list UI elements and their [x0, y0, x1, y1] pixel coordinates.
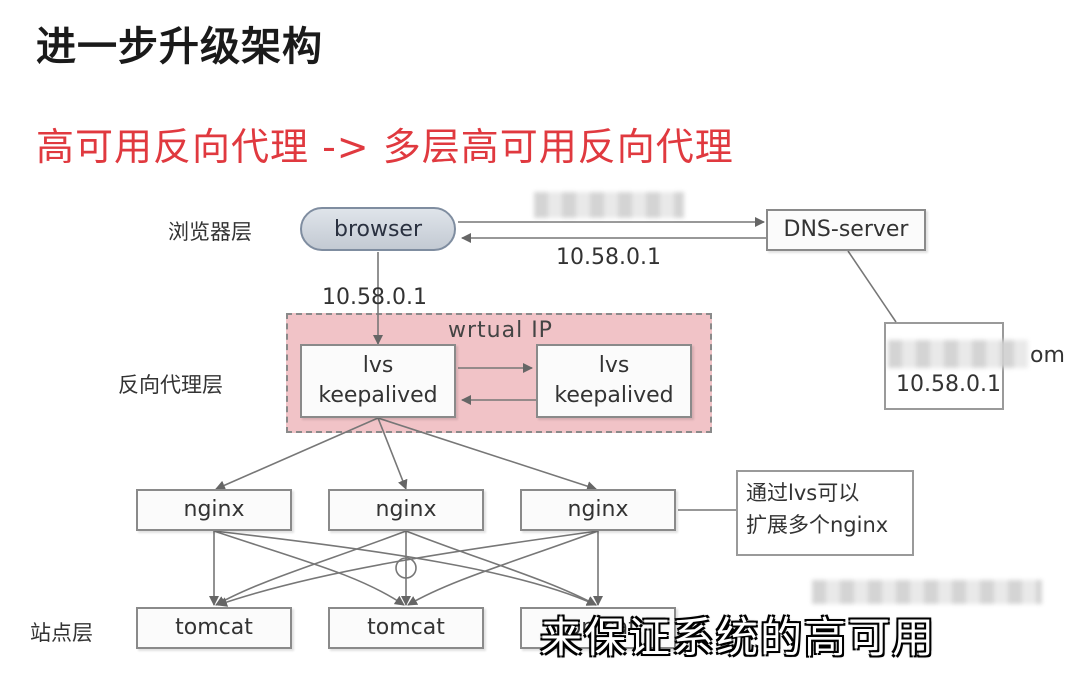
redacted-domain-top [534, 192, 684, 218]
tomcat-node-3: tomcat [520, 607, 676, 649]
page-subtitle: 高可用反向代理 -> 多层高可用反向代理 [36, 125, 734, 169]
browser-node: browser [300, 207, 456, 251]
redacted-watermark [812, 580, 1042, 604]
dns-reply-ip: 10.58.0.1 [556, 245, 661, 270]
nginx-node-3: nginx [520, 489, 676, 531]
nginx-node-1: nginx [136, 489, 292, 531]
nginx-scale-note: 通过lvs可以 扩展多个nginx [736, 470, 914, 556]
tomcat-node-1: tomcat [136, 607, 292, 649]
browser-layer-label: 浏览器层 [168, 220, 252, 244]
lvs-node-sublabel: keepalived [318, 383, 438, 408]
dns-record-suffix: om [1030, 343, 1065, 368]
page-title: 进一步升级架构 [36, 24, 323, 70]
dns-record-link [847, 250, 897, 323]
lvs-to-nginx-2 [377, 417, 408, 490]
lvs-node-backup: lvs keepalived [536, 344, 692, 418]
dns-server-node: DNS-server [766, 209, 926, 251]
lvs-node-label: lvs [362, 353, 394, 379]
nginx-node-2: nginx [328, 489, 484, 531]
video-caption: 来保证系统的高可用 [540, 613, 937, 662]
proxy-layer-label: 反向代理层 [118, 373, 223, 397]
lvs-to-nginx-3 [377, 417, 597, 491]
lvs-node-sublabel: keepalived [554, 383, 674, 408]
lvs-node-label: lvs [598, 353, 630, 379]
dns-record-ip: 10.58.0.1 [896, 372, 1001, 397]
browser-to-lvs-ip: 10.58.0.1 [322, 285, 427, 310]
note-line-1: 通过lvs可以 [746, 481, 860, 505]
note-line-2: 扩展多个nginx [746, 512, 889, 537]
tomcat-node-2: tomcat [328, 607, 484, 649]
redacted-domain-record [888, 340, 1028, 368]
virtual-ip-label: wrtual IP [448, 318, 553, 343]
lvs-to-nginx-1 [215, 417, 379, 490]
site-layer-label: 站点层 [30, 621, 93, 645]
lvs-node-primary: lvs keepalived [300, 344, 456, 418]
